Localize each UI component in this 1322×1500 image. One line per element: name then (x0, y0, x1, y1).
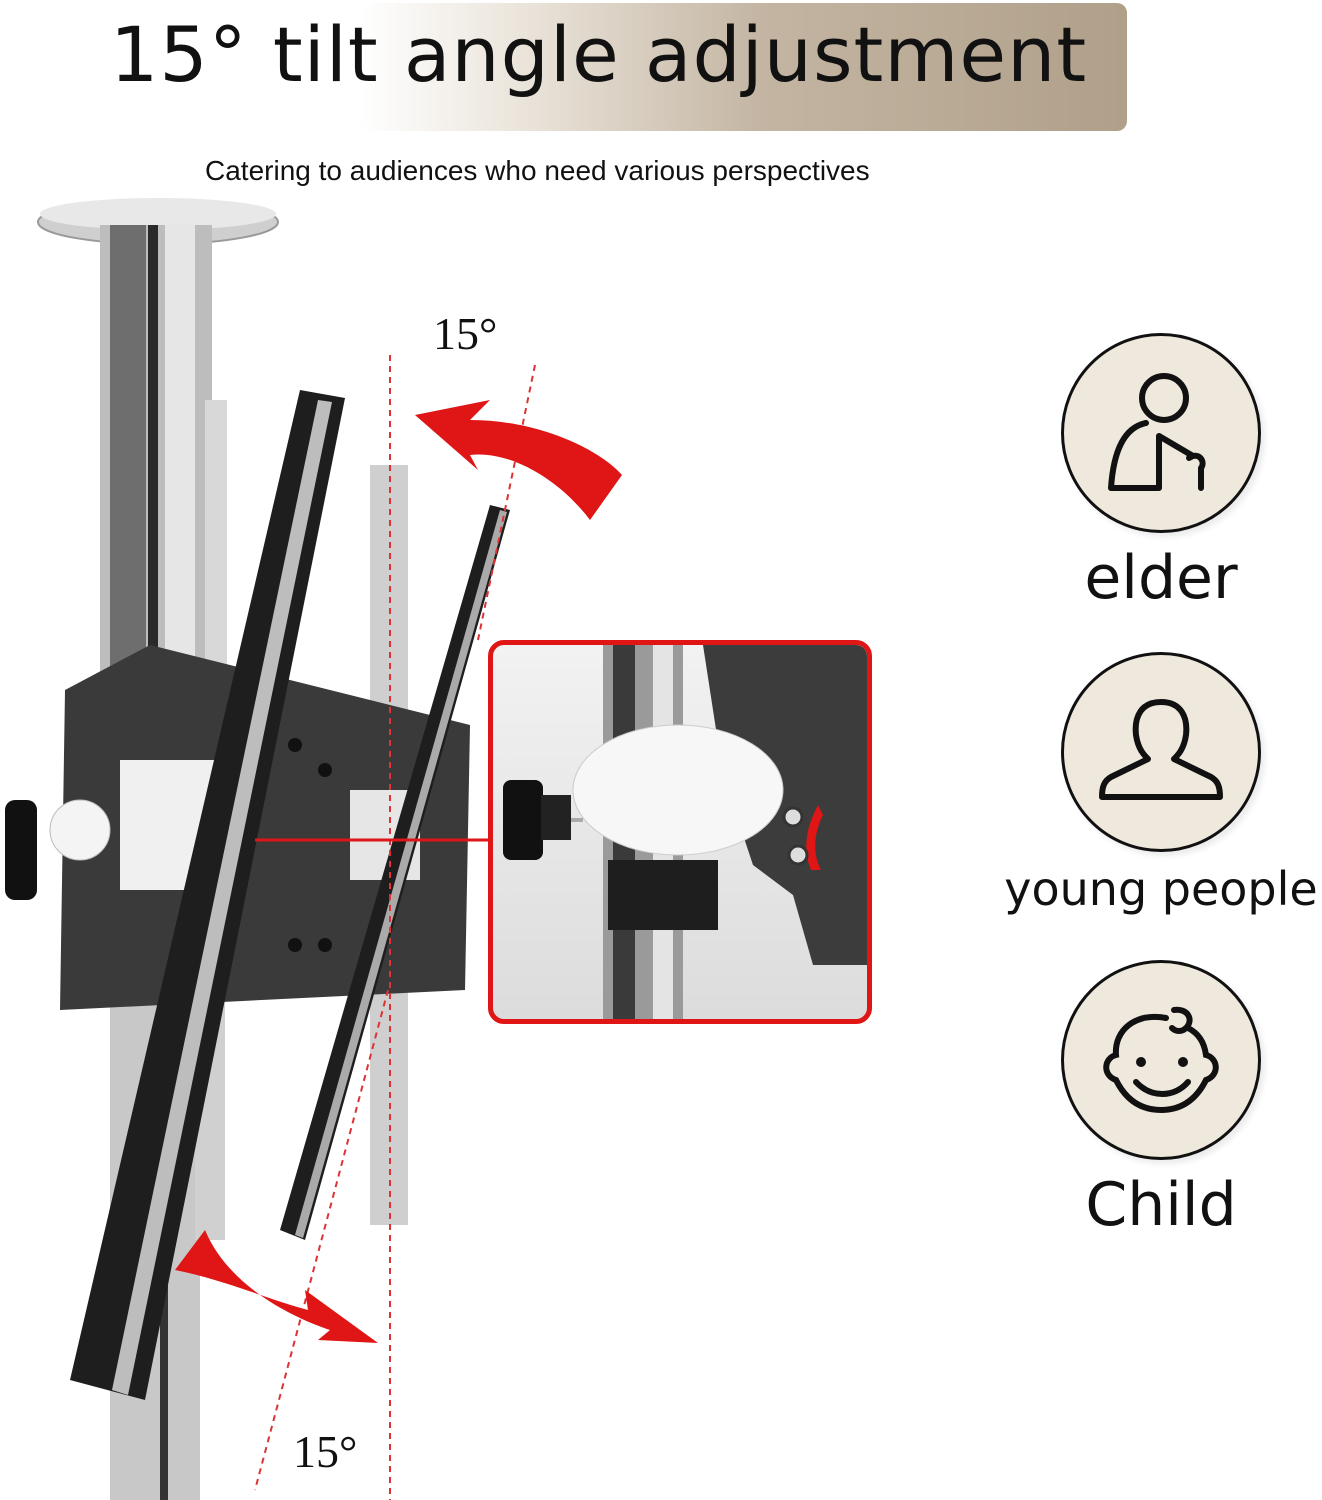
audience-label-elder: elder (1084, 543, 1238, 613)
page-title: 15° tilt angle adjustment (110, 10, 1088, 99)
tilt-down-arrow (175, 1230, 378, 1343)
elder-icon-circle (1061, 333, 1261, 533)
audience-child: Child (1000, 960, 1322, 1240)
baby-face-icon (1103, 1006, 1219, 1114)
elder-with-cane-icon (1108, 373, 1206, 491)
audience-label-young-people: young people (1004, 862, 1318, 916)
hinge-detail-inset (488, 640, 872, 1024)
top-angle-label: 15° (433, 308, 498, 359)
child-icon-circle (1061, 960, 1261, 1160)
person-icon (1099, 699, 1223, 800)
audience-label-child: Child (1085, 1170, 1237, 1240)
title-banner (215, 3, 1127, 131)
young-people-icon-circle (1061, 652, 1261, 852)
tilt-up-arrow (415, 400, 622, 520)
page-subtitle: Catering to audiences who need various p… (205, 155, 870, 186)
audience-young-people: young people (1000, 652, 1322, 916)
bottom-angle-label: 15° (293, 1426, 358, 1477)
hinge-detail-image (503, 645, 867, 1019)
audience-elder: elder (1000, 333, 1322, 613)
tv-mount-illustration (5, 198, 622, 1500)
